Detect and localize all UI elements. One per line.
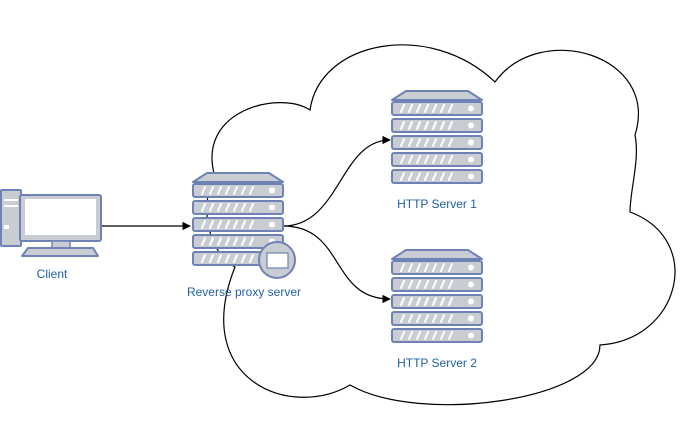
- edge-proxy-server1: [282, 135, 391, 227]
- proxy-label: Reverse proxy server: [187, 285, 301, 299]
- client-label: Client: [37, 267, 68, 281]
- computer-icon: [0, 189, 102, 257]
- proxy-badge-icon: [258, 241, 296, 279]
- server2-icon: [391, 249, 483, 343]
- server2-label: HTTP Server 2: [397, 356, 477, 370]
- edge-proxy-server2: [282, 225, 391, 304]
- cloud-shape: [206, 44, 676, 406]
- server1-label: HTTP Server 1: [397, 197, 477, 211]
- server1-icon: [391, 90, 483, 184]
